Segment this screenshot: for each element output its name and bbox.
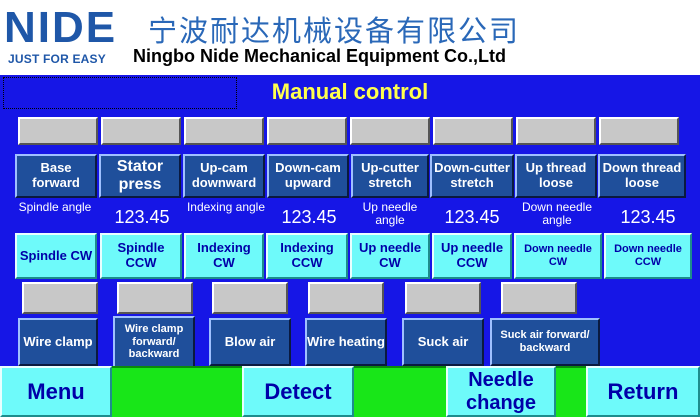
blow-air-button[interactable]: Blow air xyxy=(209,318,291,366)
down-needle-angle-value: 123.45 xyxy=(620,207,676,227)
down-needle-ccw-button[interactable]: Down needle CCW xyxy=(604,233,692,279)
status-indicator-base-forward xyxy=(18,117,98,145)
status-indicator-down-thread xyxy=(599,117,679,145)
dotted-frame xyxy=(3,77,237,109)
needle-change-button[interactable]: Needle change xyxy=(446,366,556,417)
up-needle-ccw-button[interactable]: Up needle CCW xyxy=(432,233,512,279)
logo-word: NIDE xyxy=(4,3,118,52)
indexing-angle-value: 123.45 xyxy=(281,207,337,227)
nide-logo: NIDE JUST FOR EASY xyxy=(4,3,115,69)
spindle-angle-value: 123.45 xyxy=(114,207,170,227)
status-indicator-wire-clamp xyxy=(22,282,98,314)
suck-air-forward-backward-button[interactable]: Suck air forward/ backward xyxy=(490,318,600,366)
status-indicator-up-cutter xyxy=(350,117,430,145)
status-indicator-down-cam xyxy=(267,117,347,145)
wire-clamp-button[interactable]: Wire clamp xyxy=(18,318,98,366)
status-indicator-wire-clamp-move xyxy=(117,282,193,314)
spindle-angle-label: Spindle angle xyxy=(18,200,92,214)
screen-title: Manual control xyxy=(271,79,429,104)
up-thread-loose-button[interactable]: Up thread loose xyxy=(515,154,597,198)
status-indicator-suck-air xyxy=(405,282,481,314)
hmi-screen: Manual control Base forward Stator press… xyxy=(0,75,700,417)
return-button[interactable]: Return xyxy=(586,366,700,417)
indexing-ccw-button[interactable]: Indexing CCW xyxy=(266,233,348,279)
menu-button[interactable]: Menu xyxy=(0,366,112,417)
down-needle-cw-button[interactable]: Down needle CW xyxy=(514,233,602,279)
logo-tagline: JUST FOR EASY xyxy=(8,52,106,66)
status-indicator-stator-press xyxy=(101,117,181,145)
up-needle-angle-value: 123.45 xyxy=(444,207,500,227)
company-name-chinese: 宁波耐达机械设备有限公司 xyxy=(148,14,521,48)
up-needle-angle-label: Up needle angle xyxy=(362,200,418,227)
company-name-english: Ningbo Nide Mechanical Equipment Co.,Ltd xyxy=(133,46,507,66)
indexing-angle-label: Indexing angle xyxy=(186,200,266,214)
up-cutter-stretch-button[interactable]: Up-cutter stretch xyxy=(351,154,429,198)
nav-bar-spacer xyxy=(354,366,446,417)
down-cam-upward-button[interactable]: Down-cam upward xyxy=(267,154,349,198)
up-needle-cw-button[interactable]: Up needle CW xyxy=(350,233,430,279)
spindle-cw-button[interactable]: Spindle CW xyxy=(15,233,97,279)
status-indicator-blow-air xyxy=(212,282,288,314)
wire-heating-button[interactable]: Wire heating xyxy=(305,318,387,366)
down-needle-angle-label: Down needle angle xyxy=(521,200,593,227)
indexing-cw-button[interactable]: Indexing CW xyxy=(184,233,264,279)
down-thread-loose-button[interactable]: Down thread loose xyxy=(598,154,686,198)
detect-button[interactable]: Detect xyxy=(242,366,354,417)
status-indicator-up-cam xyxy=(184,117,264,145)
nav-bar-spacer xyxy=(556,366,586,417)
down-cutter-stretch-button[interactable]: Down-cutter stretch xyxy=(430,154,514,198)
status-indicator-up-thread xyxy=(516,117,596,145)
suck-air-button[interactable]: Suck air xyxy=(402,318,484,366)
spindle-ccw-button[interactable]: Spindle CCW xyxy=(100,233,182,279)
base-forward-button[interactable]: Base forward xyxy=(15,154,97,198)
up-cam-downward-button[interactable]: Up-cam downward xyxy=(183,154,265,198)
status-indicator-suck-air-move xyxy=(501,282,577,314)
status-indicator-down-cutter xyxy=(433,117,513,145)
stator-press-button[interactable]: Stator press xyxy=(99,154,181,198)
wire-clamp-forward-backward-button[interactable]: Wire clamp forward/ backward xyxy=(113,316,195,368)
company-header: NIDE JUST FOR EASY 宁波耐达机械设备有限公司 Ningbo N… xyxy=(0,0,700,75)
status-indicator-wire-heating xyxy=(308,282,384,314)
nav-bar-spacer xyxy=(112,366,242,417)
